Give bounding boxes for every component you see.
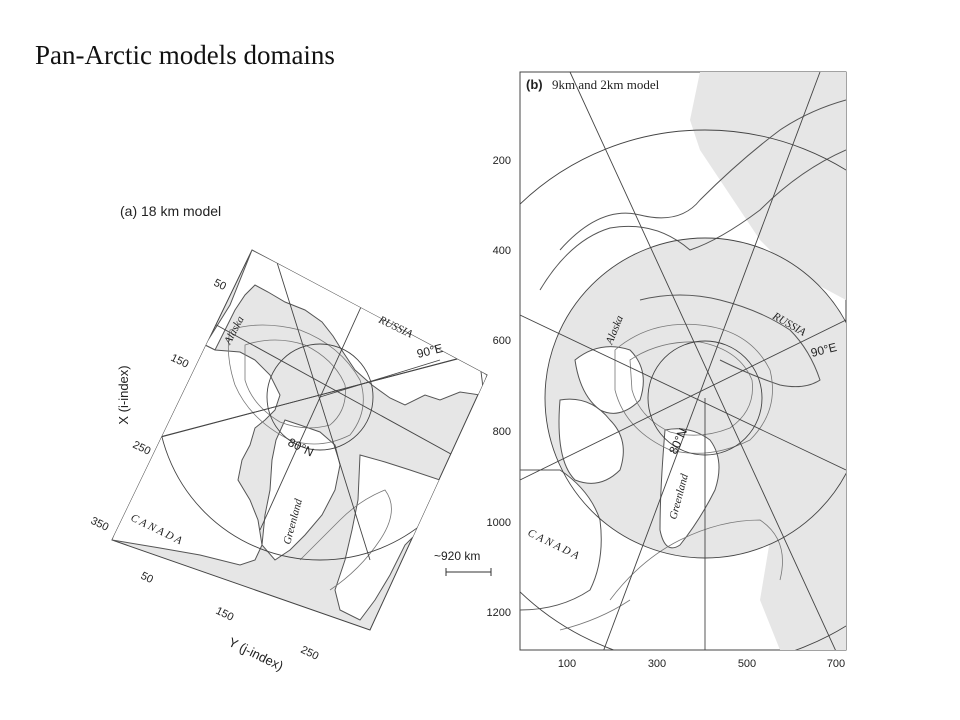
- panel-a-title: (a) 18 km model: [120, 203, 221, 219]
- panel-b-x-tick: 500: [738, 658, 756, 670]
- scale-bar: ~920 km: [434, 549, 492, 576]
- panel-b-y-tick: 800: [493, 426, 511, 438]
- panel-b-x-tick: 100: [558, 658, 576, 670]
- panel-a-y-tick: 250: [299, 644, 321, 663]
- panel-a-map: [111, 249, 488, 631]
- panel-b-title-letter: (b): [526, 77, 543, 92]
- panel-a-x-tick: 250: [131, 439, 153, 458]
- panel-a-land-europe: [334, 454, 451, 621]
- panel-b-y-tick: 200: [493, 155, 511, 167]
- panel-a-label-90e: 90°E: [415, 341, 444, 361]
- panel-b: (b) 9km and 2km model 200 400 600 800 10…: [487, 71, 847, 670]
- panel-b-y-tick: 400: [493, 245, 511, 257]
- panel-a: (a) 18 km model: [89, 203, 492, 674]
- panel-a-y-tick: 50: [139, 570, 155, 586]
- panel-b-x-tick: 700: [827, 658, 845, 670]
- panel-b-y-tick: 1000: [487, 517, 511, 529]
- panel-b-title: 9km and 2km model: [552, 77, 660, 92]
- scale-bar-label: ~920 km: [434, 549, 480, 563]
- panel-a-land-greenland: [261, 419, 341, 561]
- panel-a-y-axis-label: Y (j-index): [226, 634, 286, 673]
- panel-a-x-tick: 150: [169, 352, 191, 371]
- panel-b-x-tick: 300: [648, 658, 666, 670]
- panel-b-y-tick: 600: [493, 335, 511, 347]
- panel-b-y-tick: 1200: [487, 607, 511, 619]
- panel-a-x-tick: 50: [212, 277, 228, 293]
- panel-b-map: [520, 72, 846, 650]
- panel-b-label-90e: 90°E: [809, 340, 838, 360]
- panel-a-y-tick: 150: [214, 605, 236, 624]
- panel-a-x-axis-label: X (i-index): [116, 365, 131, 424]
- slide-title: Pan-Arctic models domains: [35, 40, 335, 70]
- panel-a-x-tick: 350: [89, 515, 111, 534]
